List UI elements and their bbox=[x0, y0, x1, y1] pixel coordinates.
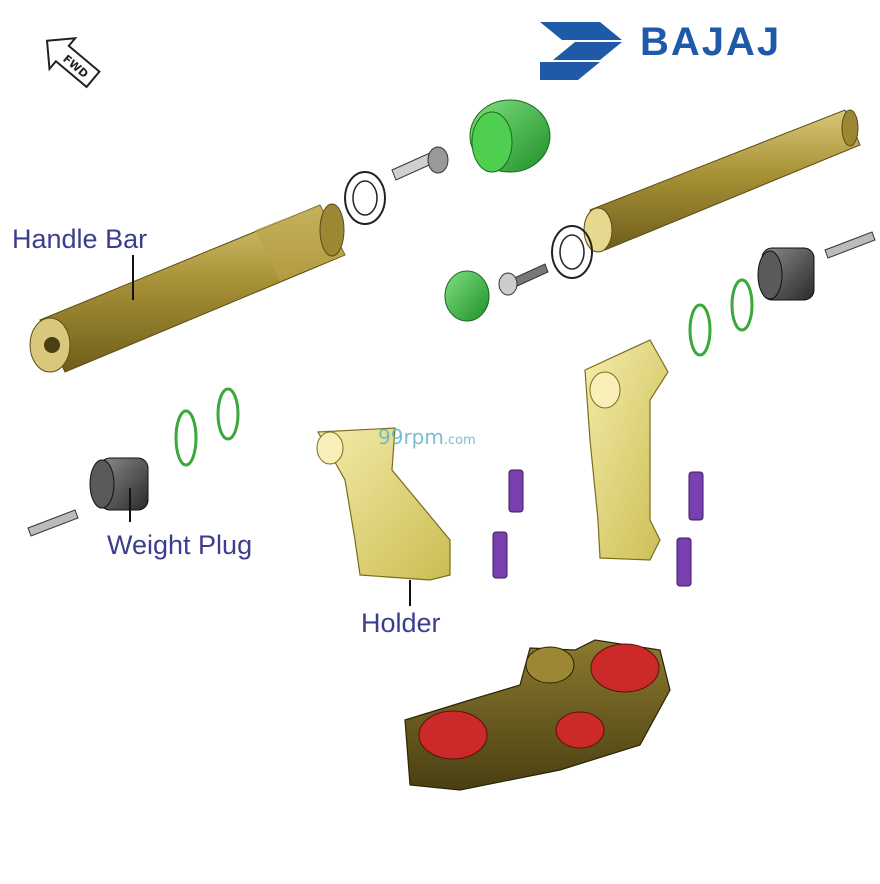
watermark-suffix: .com bbox=[443, 433, 476, 448]
weight-plug-right bbox=[757, 247, 815, 301]
brand-name: BAJAJ bbox=[640, 20, 782, 64]
triple-clamp bbox=[404, 639, 671, 791]
screw-mid bbox=[498, 263, 549, 296]
holder-left bbox=[316, 427, 451, 581]
handle-bar-left bbox=[29, 203, 346, 373]
handle-bar-right bbox=[583, 109, 861, 253]
washer-right bbox=[551, 225, 593, 279]
fwd-arrow-icon: FWD bbox=[45, 37, 101, 89]
screw-left-bottom bbox=[27, 509, 79, 537]
screw-right bbox=[824, 231, 876, 259]
o-ring-group-left bbox=[174, 387, 240, 467]
watermark: 99rpm.com bbox=[378, 427, 476, 447]
o-ring-group-right bbox=[688, 278, 754, 357]
bolt-purple bbox=[492, 469, 704, 587]
watermark-site: 99rpm bbox=[378, 425, 444, 449]
weight-plug-left bbox=[89, 457, 149, 511]
green-cap-small bbox=[444, 270, 490, 322]
label-holder: Holder bbox=[361, 608, 441, 638]
label-handle-bar: Handle Bar bbox=[12, 224, 148, 254]
washer-left bbox=[344, 171, 386, 225]
green-cap-large bbox=[469, 99, 551, 173]
screw-top bbox=[391, 146, 449, 181]
label-weight-plug: Weight Plug bbox=[107, 530, 253, 560]
holder-right bbox=[584, 339, 669, 561]
bajaj-logo-icon bbox=[540, 22, 622, 80]
